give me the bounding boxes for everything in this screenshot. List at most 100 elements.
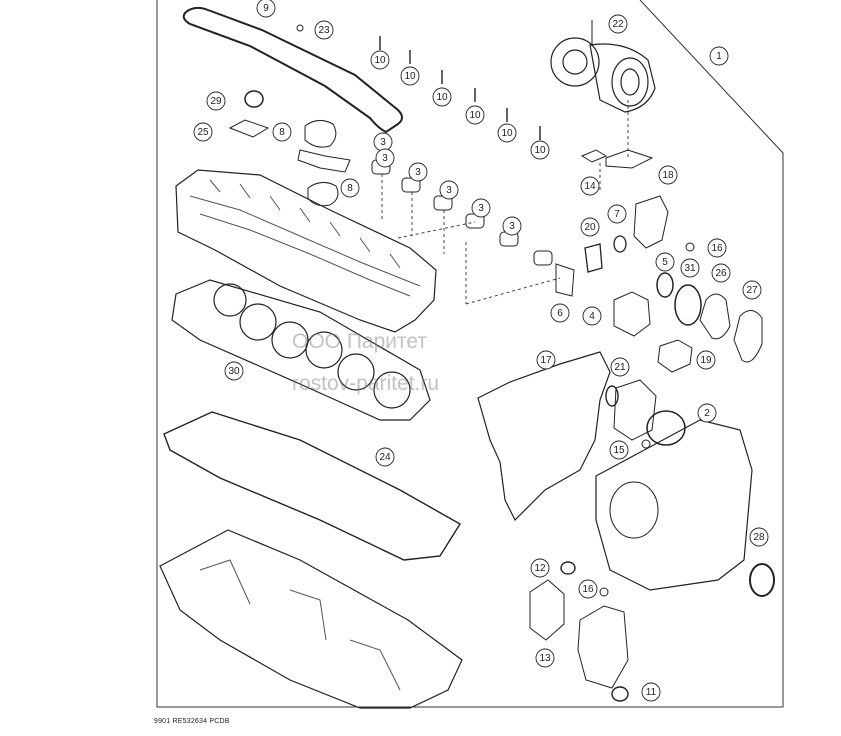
callout-circle (655, 252, 675, 272)
callout-circle (536, 350, 556, 370)
callout-3: 3 (471, 198, 491, 218)
callout-17: 17 (536, 350, 556, 370)
callout-15: 15 (609, 440, 629, 460)
callout-circle (658, 165, 678, 185)
callout-9: 9 (256, 0, 276, 18)
callout-number: 21 (614, 362, 626, 373)
callout-8: 8 (340, 178, 360, 198)
callout-circle (696, 350, 716, 370)
callout-circle (742, 280, 762, 300)
callout-number: 10 (436, 92, 448, 103)
callout-number: 8 (347, 183, 353, 194)
callout-number: 29 (210, 96, 222, 107)
callout-circle (224, 361, 244, 381)
callout-number: 3 (509, 221, 515, 232)
callout-circle (497, 123, 517, 143)
cylinder-head (175, 169, 437, 333)
callout-number: 30 (228, 366, 240, 377)
callout-number: 11 (646, 687, 657, 698)
callout-1: 1 (709, 46, 729, 66)
callout-number: 22 (612, 19, 624, 30)
callout-number: 7 (614, 209, 620, 220)
callout-10: 10 (370, 50, 390, 70)
callout-10: 10 (400, 66, 420, 86)
callout-25: 25 (193, 122, 213, 142)
callout-number: 16 (711, 243, 723, 254)
callout-circle (465, 105, 485, 125)
callout-20: 20 (580, 217, 600, 237)
callout-circle (530, 140, 550, 160)
callout-number: 10 (534, 145, 546, 156)
callout-number: 12 (534, 563, 546, 574)
callout-circle (711, 263, 731, 283)
callout-number: 3 (382, 153, 388, 164)
callout-18: 18 (658, 165, 678, 185)
callout-5: 5 (655, 252, 675, 272)
callout-circle (375, 148, 395, 168)
callout-8: 8 (272, 122, 292, 142)
callout-number: 10 (501, 128, 513, 139)
callout-number: 15 (613, 445, 625, 456)
callout-circle (340, 178, 360, 198)
callout-circle (193, 122, 213, 142)
diagram-frame (156, 0, 784, 708)
callout-3: 3 (439, 180, 459, 200)
callout-circle (578, 579, 598, 599)
callout-number: 3 (380, 137, 386, 148)
callout-number: 10 (469, 110, 481, 121)
callout-10: 10 (497, 123, 517, 143)
callout-number: 5 (662, 257, 668, 268)
callout-circle (610, 357, 630, 377)
callout-number: 31 (684, 263, 696, 274)
callout-circle (432, 87, 452, 107)
callout-number: 27 (746, 285, 758, 296)
callout-14: 14 (580, 176, 600, 196)
callout-number: 23 (318, 25, 330, 36)
timing-cover (595, 419, 753, 591)
callout-28: 28 (749, 527, 769, 547)
callout-number: 19 (700, 355, 712, 366)
callout-number: 3 (478, 203, 484, 214)
callout-circle (408, 162, 428, 182)
callout-31: 31 (680, 258, 700, 278)
callout-circle (439, 180, 459, 200)
callout-3: 3 (408, 162, 428, 182)
callout-circle (580, 176, 600, 196)
callout-number: 8 (279, 127, 285, 138)
callout-3: 3 (373, 132, 393, 152)
callout-circle (272, 122, 292, 142)
diagram-footer-code: 9901 RE532634 PCDB (154, 718, 230, 725)
callout-number: 28 (753, 532, 765, 543)
callout-number: 26 (715, 268, 727, 279)
callout-circle (550, 303, 570, 323)
callout-number: 1 (716, 51, 722, 62)
callout-circle (580, 217, 600, 237)
callout-circle (502, 216, 522, 236)
callout-2: 2 (697, 403, 717, 423)
callout-circle (680, 258, 700, 278)
callout-13: 13 (535, 648, 555, 668)
oil-pan-gasket (163, 411, 461, 561)
callout-number: 2 (704, 408, 710, 419)
callout-circle (256, 0, 276, 18)
callout-30: 30 (224, 361, 244, 381)
callout-21: 21 (610, 357, 630, 377)
callout-4: 4 (582, 306, 602, 326)
callout-circle (471, 198, 491, 218)
callout-3: 3 (502, 216, 522, 236)
callout-6: 6 (550, 303, 570, 323)
bolts (379, 36, 541, 140)
callout-16: 16 (707, 238, 727, 258)
callout-circle (707, 238, 727, 258)
callout-circle (535, 648, 555, 668)
callout-7: 7 (607, 204, 627, 224)
callout-circle (697, 403, 717, 423)
callout-number: 20 (584, 222, 596, 233)
callout-3: 3 (375, 148, 395, 168)
callout-26: 26 (711, 263, 731, 283)
callout-number: 6 (557, 308, 563, 319)
callout-10: 10 (465, 105, 485, 125)
